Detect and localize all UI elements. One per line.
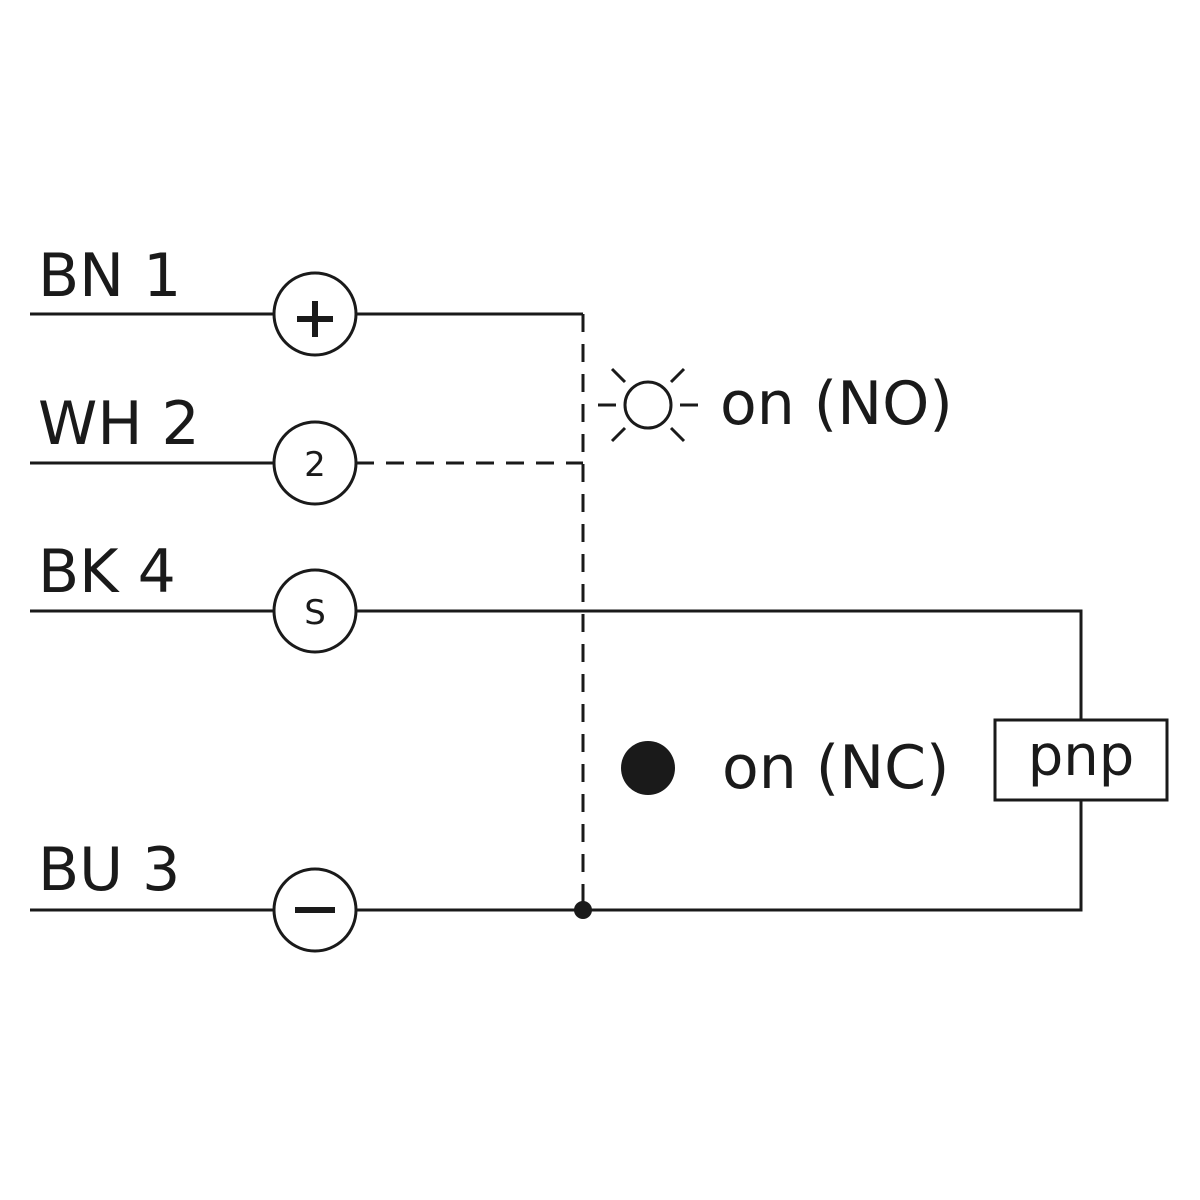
led-nc-label: on (NC) <box>722 733 949 803</box>
terminal-plus <box>272 271 358 357</box>
led-no-label: on (NO) <box>720 369 953 439</box>
wire-bk4-right <box>356 609 1083 720</box>
pnp-output-box <box>993 718 1169 802</box>
led-on-icon <box>621 741 675 795</box>
terminal-s-label: S <box>304 593 326 633</box>
wire-label-bn1: BN 1 <box>38 241 181 311</box>
wire-label-bk4: BK 4 <box>38 537 176 607</box>
terminal-2: 2 <box>272 420 358 506</box>
led-off-icon <box>598 367 698 443</box>
wire-label-bu3: BU 3 <box>38 835 180 905</box>
wire-bu3-right <box>356 800 1083 912</box>
terminal-s: S <box>272 568 358 654</box>
junction-dot <box>574 901 592 919</box>
terminal-minus <box>272 867 358 953</box>
pnp-label: pnp <box>1028 724 1135 789</box>
terminal-2-label: 2 <box>304 445 326 485</box>
wire-label-wh2: WH 2 <box>38 389 200 459</box>
